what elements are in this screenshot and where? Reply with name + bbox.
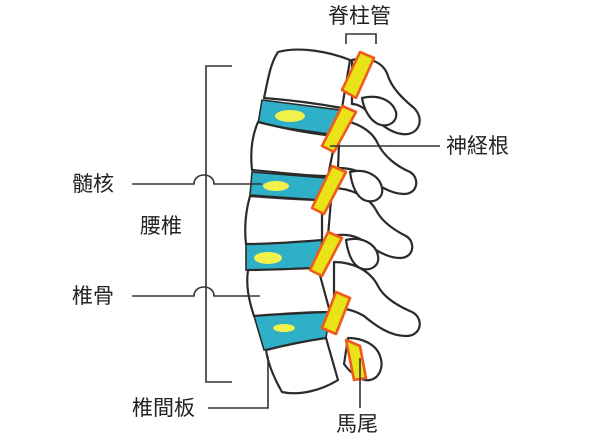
- label-spinal-canal: 脊柱管: [328, 4, 391, 28]
- nucleus-pulposus: [254, 110, 305, 332]
- nerve-roots: [308, 50, 376, 382]
- process-4: [332, 260, 421, 338]
- label-disc: 椎間板: [132, 396, 195, 420]
- vertebra-body-3: [244, 194, 324, 246]
- label-cauda-equina: 馬尾: [336, 412, 378, 436]
- nucleus-leader: [132, 174, 262, 185]
- vertebra-body-5: [264, 336, 340, 395]
- nerve-root-4: [308, 230, 344, 278]
- facet-2: [348, 169, 384, 203]
- spinal-canal-bracket: [345, 33, 377, 44]
- nerve-root-2: [320, 104, 358, 154]
- vertebra-body-2: [250, 120, 338, 178]
- vertebral-bodies: [244, 48, 352, 395]
- nerve-root-1: [340, 50, 376, 100]
- nucleus-3: [254, 252, 282, 264]
- vertebra-body-4: [246, 266, 332, 318]
- vertebra-body-1: [262, 48, 352, 110]
- vertebra-leader: [132, 286, 260, 297]
- process-3: [326, 186, 414, 260]
- label-nerve-root: 神経根: [446, 134, 509, 158]
- facet-1: [360, 95, 398, 127]
- lumbar-bracket: [205, 65, 232, 383]
- label-nucleus: 髄核: [72, 172, 114, 196]
- facet-3: [344, 237, 380, 271]
- disc-leader: [208, 356, 269, 409]
- nucleus-4: [273, 324, 295, 332]
- nucleus-2: [263, 181, 289, 191]
- nerve-root-3: [310, 164, 348, 216]
- label-vertebra: 椎骨: [72, 284, 114, 308]
- label-lumbar: 腰椎: [140, 214, 182, 238]
- nerve-root-5: [320, 290, 352, 336]
- nerve-root-6: [344, 338, 368, 382]
- nucleus-1: [275, 110, 305, 122]
- annotation-lines: [132, 33, 440, 409]
